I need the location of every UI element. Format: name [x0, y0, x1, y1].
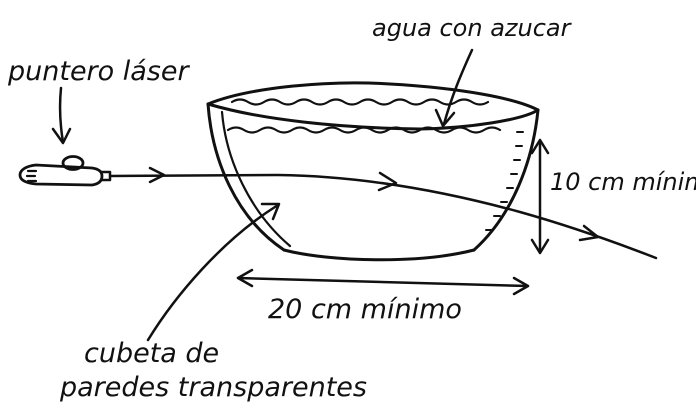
container-label-line1: cubeta de	[84, 338, 219, 369]
width-label: 20 cm mínimo	[268, 294, 462, 325]
laser-label-arrow	[51, 86, 72, 145]
transparent-bowl	[206, 81, 540, 262]
laser-pointer-icon	[18, 155, 112, 187]
sugar-water-label: agua con azucar	[372, 14, 573, 42]
sugar-water-arrow	[434, 48, 474, 128]
height-dimension-arrow	[530, 138, 550, 255]
laser-beam	[108, 166, 658, 260]
width-dimension-arrow	[236, 268, 530, 296]
sugar-water-surface	[226, 98, 502, 134]
height-label: 10 cm mínimo	[550, 168, 696, 196]
container-label-line2: paredes transparentes	[59, 372, 367, 403]
laser-pointer-label: puntero láser	[7, 56, 190, 87]
container-label-arrow	[146, 202, 281, 342]
